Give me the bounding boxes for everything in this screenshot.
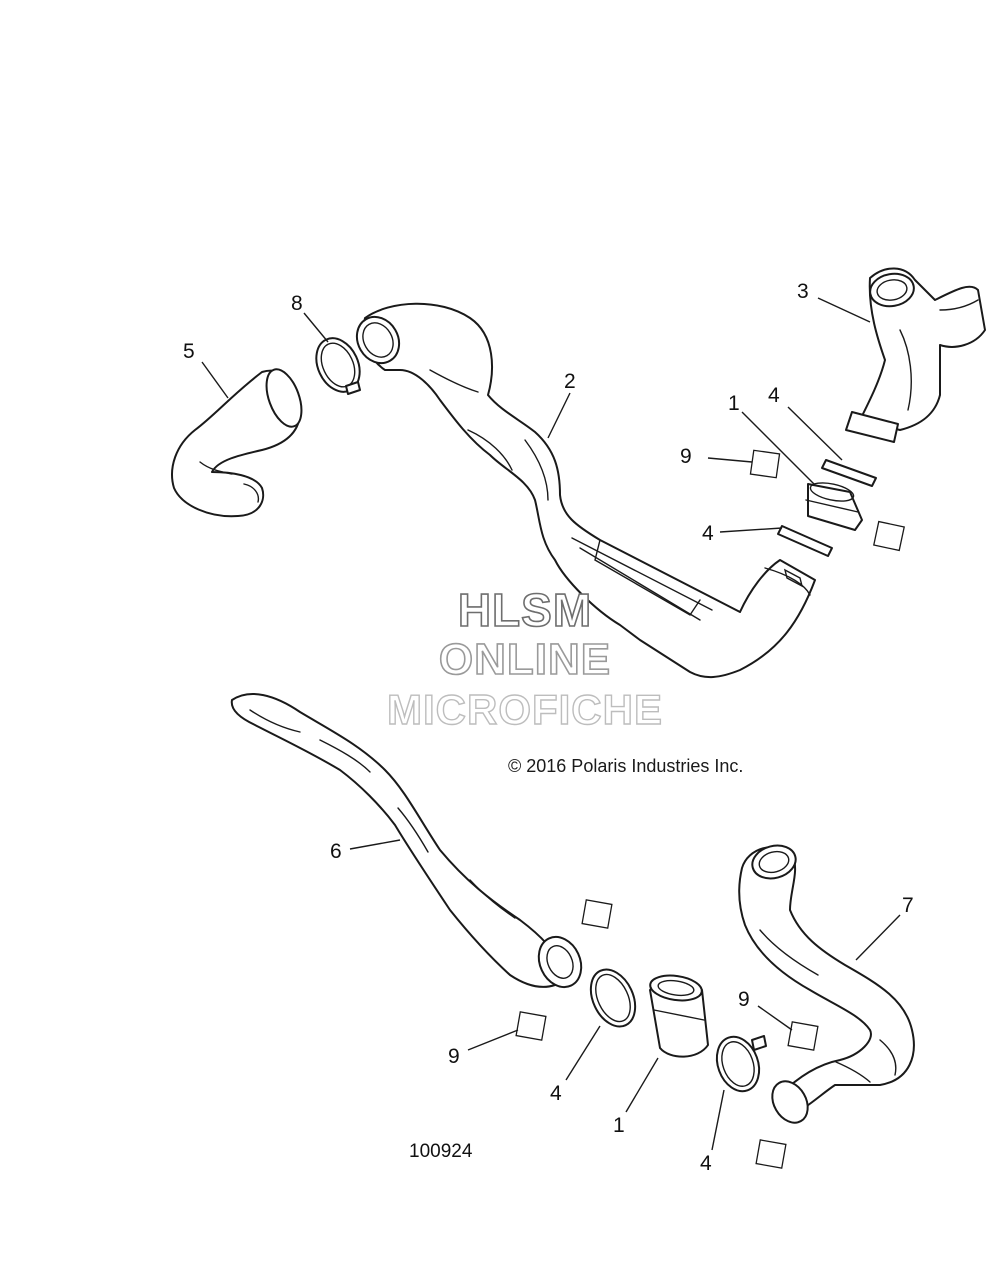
leader-lines [201, 297, 901, 1151]
part-1-coupler-upper[interactable] [805, 480, 863, 531]
callout-4-lower-right: 4 [700, 1152, 712, 1175]
watermark-line-3: MICROFICHE [386, 685, 663, 733]
callout-7: 7 [902, 894, 914, 917]
callout-4-upper-b: 4 [702, 522, 714, 545]
part-6-hose[interactable] [230, 693, 589, 994]
callout-6: 6 [330, 840, 342, 863]
part-2-duct[interactable] [349, 302, 816, 678]
callout-9-upper: 9 [680, 445, 692, 468]
callout-5: 5 [183, 340, 195, 363]
figure-number: 100924 [409, 1141, 473, 1162]
part-9-tag-lower-left[interactable] [515, 1011, 547, 1041]
callout-4-upper-a: 4 [768, 384, 780, 407]
part-7-hose[interactable] [738, 841, 915, 1129]
part-5-hose[interactable] [171, 365, 308, 518]
callout-9-lower-left: 9 [448, 1045, 460, 1068]
part-9-tag-lower-right[interactable] [787, 1021, 819, 1051]
callout-8: 8 [291, 292, 303, 315]
part-9-tag-lower-top[interactable] [581, 899, 613, 929]
callout-1-upper: 1 [728, 392, 740, 415]
part-8-clamp[interactable] [308, 331, 368, 399]
part-1-coupler-lower[interactable] [649, 972, 709, 1058]
watermark-line-1: HLSM [457, 583, 593, 637]
part-9-tag-lower-bottom[interactable] [755, 1139, 787, 1169]
callout-9-lower-right: 9 [738, 988, 750, 1011]
part-4-clamp-lower-left[interactable] [582, 962, 644, 1033]
part-9-tag-upper-left[interactable] [749, 449, 781, 479]
callout-2: 2 [564, 370, 576, 393]
part-3-duct-elbow[interactable] [845, 267, 986, 443]
part-4-clamp-upper-a[interactable] [821, 459, 877, 487]
callout-1-lower: 1 [613, 1114, 625, 1137]
copyright-notice: © 2016 Polaris Industries Inc. [508, 756, 744, 776]
callout-3: 3 [797, 280, 809, 303]
part-4-clamp-upper-b[interactable] [777, 525, 833, 557]
part-9-tag-upper-right[interactable] [873, 520, 905, 552]
part-4-clamp-lower-right[interactable] [710, 1031, 767, 1097]
watermark-line-2: ONLINE [438, 634, 612, 685]
callout-4-lower-left: 4 [550, 1082, 562, 1105]
